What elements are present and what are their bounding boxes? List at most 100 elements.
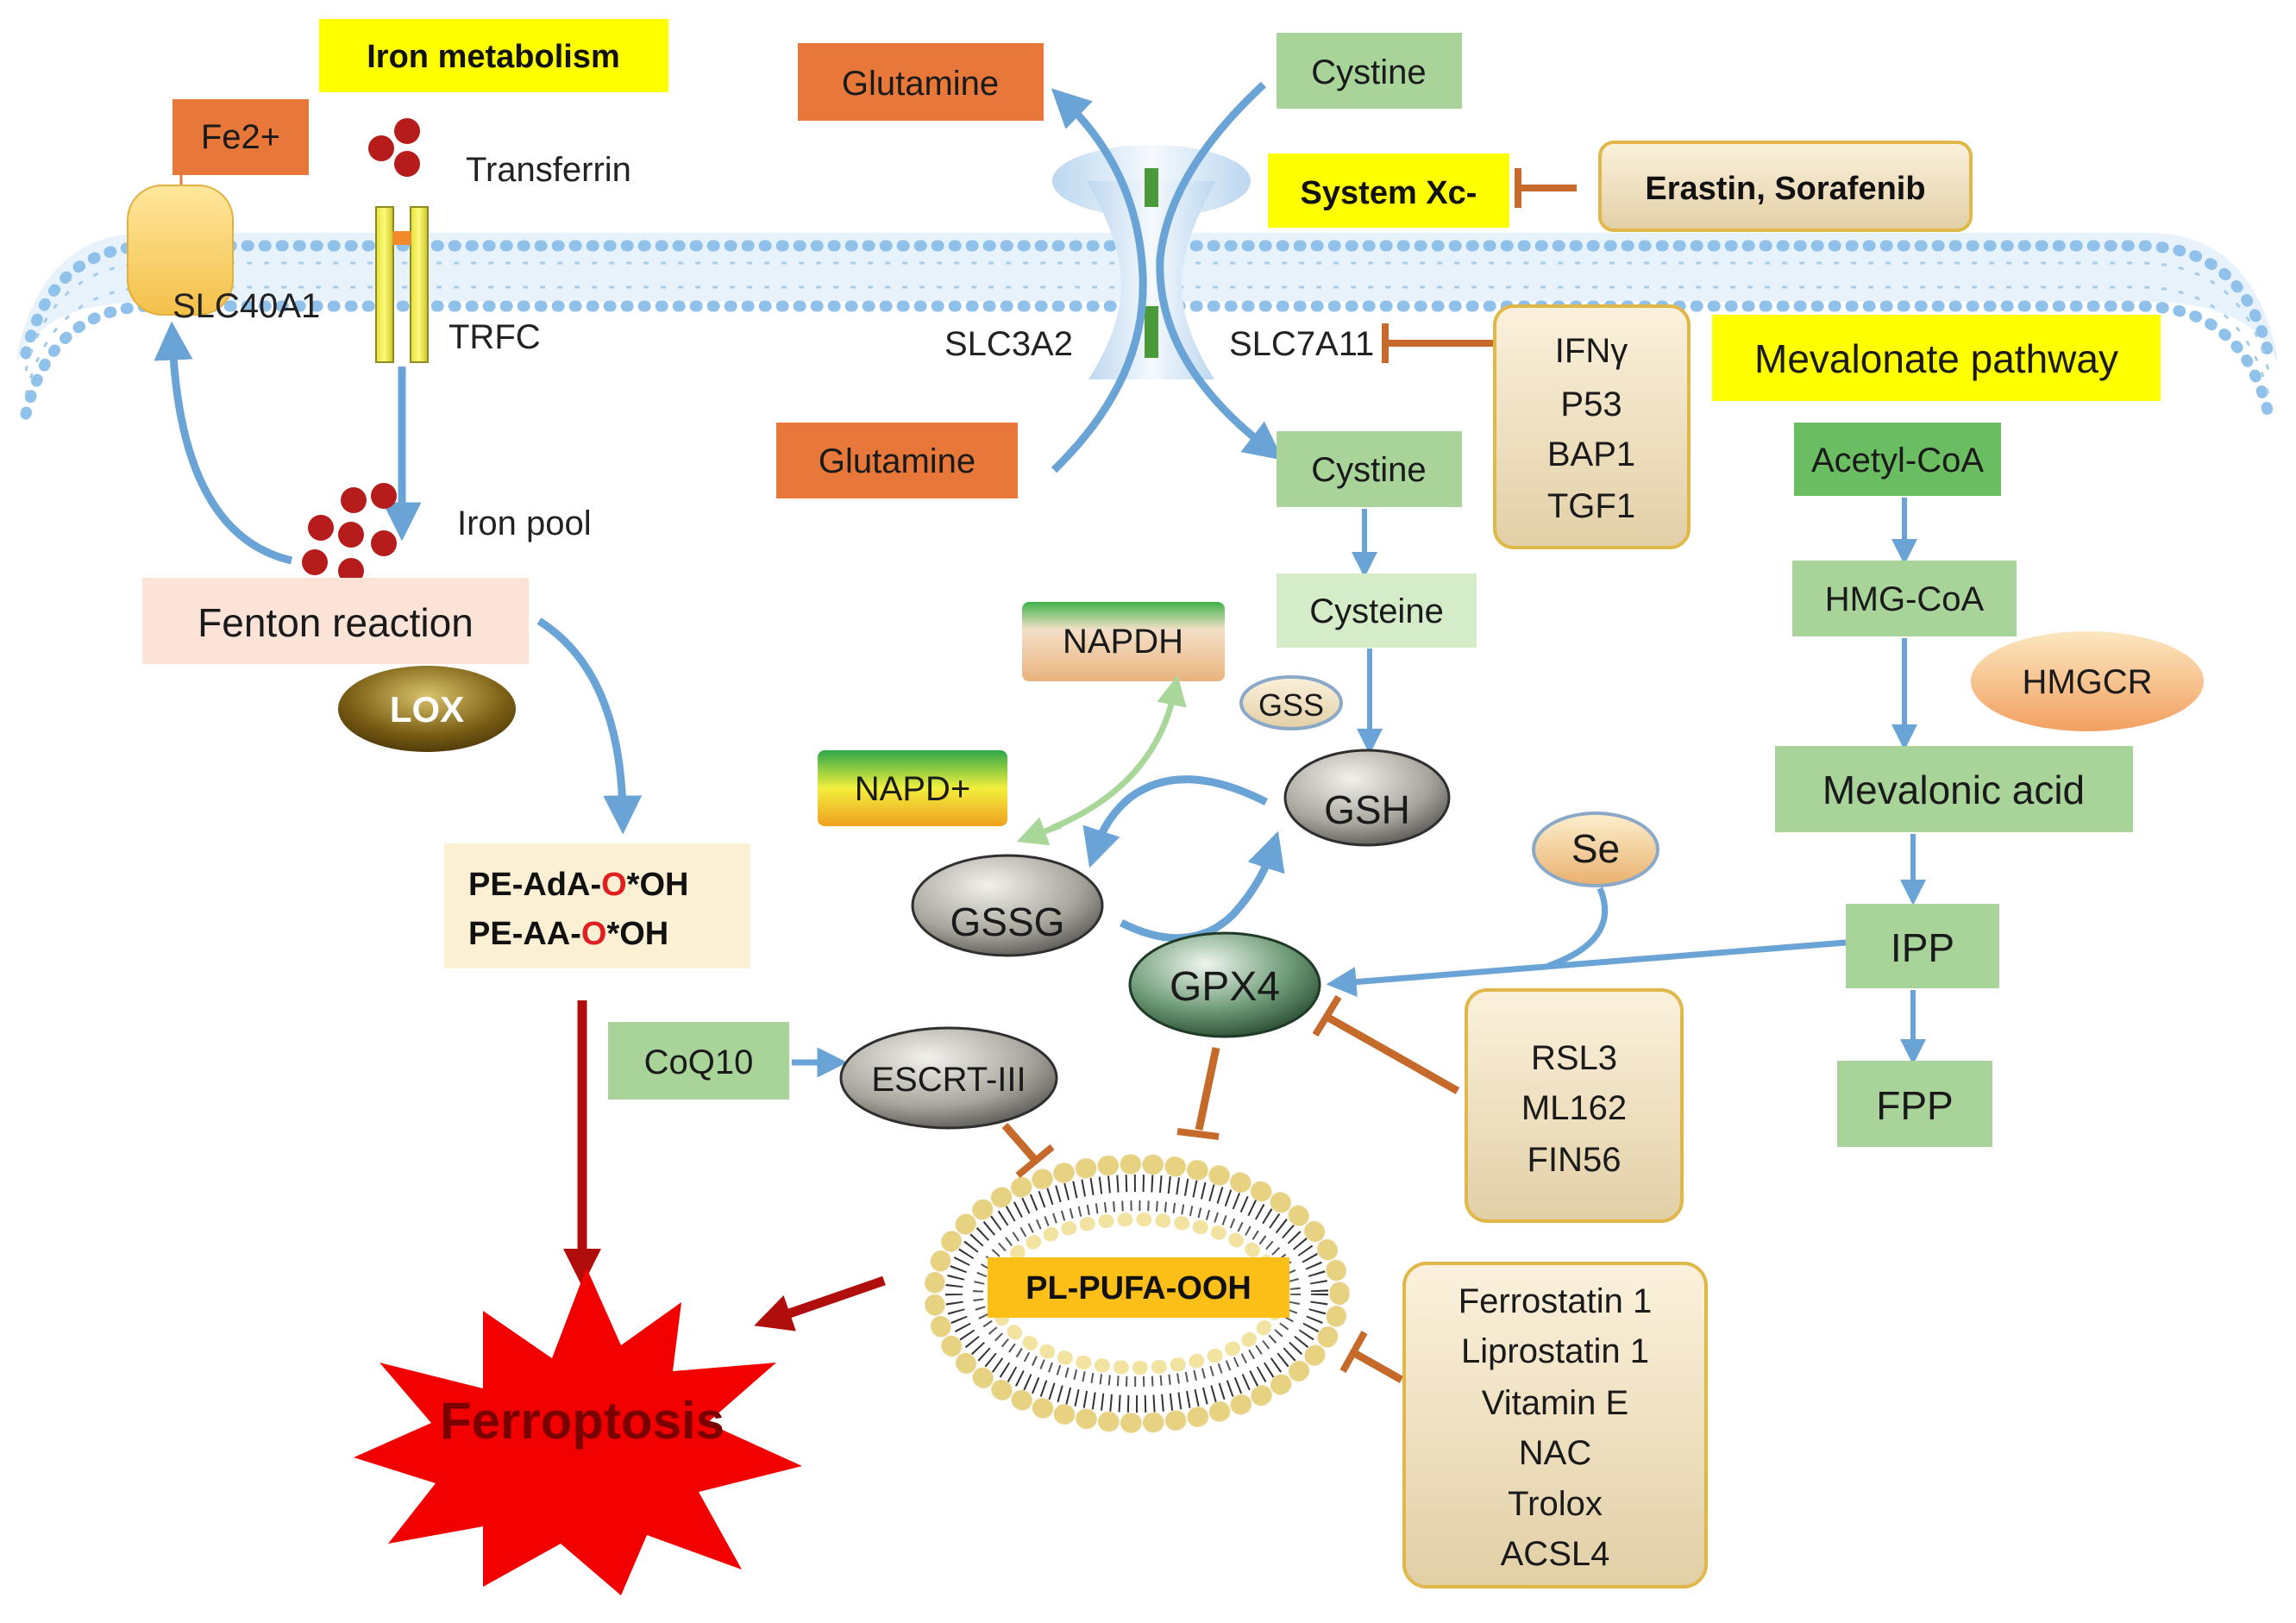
napdh-box xyxy=(1022,602,1225,681)
slc3a2-label: SLC3A2 xyxy=(944,325,1073,363)
gpx4-label: GPX4 xyxy=(1170,964,1280,1010)
cysteine-box xyxy=(1277,573,1477,648)
pl-pufa-ooh-label: PL-PUFA-OOH xyxy=(1026,1270,1252,1307)
iron-metabolism-title: Iron metabolism xyxy=(367,39,620,75)
gsh-to-gssg-arrow xyxy=(1082,775,1269,868)
hmgcr-enzyme xyxy=(1971,631,2204,731)
mevalonate-title-box xyxy=(1712,315,2161,401)
system-xc-channel xyxy=(1052,145,1251,379)
inhibitor-ml162: ML162 xyxy=(1521,1089,1627,1127)
gpx4-enzyme xyxy=(1128,931,1321,1038)
inhibitor-acsl4: ACSL4 xyxy=(1501,1535,1610,1573)
system-xc-label: System Xc- xyxy=(1301,175,1477,211)
fe2-label: Fe2+ xyxy=(201,118,280,156)
cystine-out-box xyxy=(1277,33,1462,109)
mevalonic-acid-label: Mevalonic acid xyxy=(1822,768,2085,812)
gpx4-inhibit-line xyxy=(1195,1047,1220,1131)
gsh-molecule xyxy=(1283,749,1451,847)
cystine-in-box xyxy=(1277,431,1462,507)
pool-to-slc40a1-arrow xyxy=(154,321,293,565)
inhibitor-vitamin-e: Vitamin E xyxy=(1482,1384,1628,1422)
mevalonic-acid-box xyxy=(1775,746,2133,832)
fpp-box xyxy=(1837,1061,1992,1147)
gss-label: GSS xyxy=(1258,687,1324,723)
transferrin-icon xyxy=(368,118,420,177)
lipid-to-ferroptosis-arrow xyxy=(754,1275,886,1332)
lipid-inhibitors-box xyxy=(1402,1262,1708,1589)
glutamine-in-box xyxy=(776,423,1018,498)
hmg-coa-label: HMG-CoA xyxy=(1825,580,1985,618)
iron-pool-label: Iron pool xyxy=(457,504,592,542)
regulator-ifng: IFNγ xyxy=(1555,332,1628,370)
slc40a1-transporter xyxy=(127,185,234,316)
lox-label: LOX xyxy=(390,689,464,730)
lipid-inhibitors-line xyxy=(1353,1350,1404,1383)
acetyl-coa-box xyxy=(1794,423,2001,496)
gss-enzyme xyxy=(1239,675,1343,730)
trfc-receptor xyxy=(375,206,429,363)
pe-oxidized-box xyxy=(444,843,750,968)
gpx4-inhibit-bar xyxy=(1176,1128,1220,1140)
escrt-inhibit-bar xyxy=(1015,1144,1055,1179)
inhibitor-nac: NAC xyxy=(1519,1434,1591,1472)
ferroptosis-label: Ferroptosis xyxy=(440,1392,725,1450)
fenton-reaction-label: Fenton reaction xyxy=(198,600,474,645)
ipp-to-gpx4-arrow xyxy=(1326,939,1847,998)
escrt-iii-complex xyxy=(839,1026,1058,1130)
hmgcr-label: HMGCR xyxy=(2022,663,2152,701)
lipid-inhibitors-bar xyxy=(1339,1331,1368,1373)
iron-metabolism-title-box xyxy=(319,19,668,92)
pe-aa-ooh: PE-AA-O*OH xyxy=(468,916,668,952)
regulator-bap1: BAP1 xyxy=(1547,436,1635,473)
mevalonate-title: Mevalonate pathway xyxy=(1754,336,2118,381)
gssg-to-gsh-arrow xyxy=(1119,830,1285,943)
cystine-import-arrow xyxy=(1156,81,1283,461)
inhibitor-liprostatin: Liprostatin 1 xyxy=(1461,1332,1649,1370)
regulator-p53: P53 xyxy=(1560,385,1622,423)
gpx4-inhibitors-bar xyxy=(1312,994,1342,1037)
cystine-out-label: Cystine xyxy=(1311,53,1426,91)
transferrin-label: Transferrin xyxy=(466,151,631,189)
ipp-label: IPP xyxy=(1891,925,1954,970)
inhibitor-fin56: FIN56 xyxy=(1528,1141,1622,1179)
gssg-label: GSSG xyxy=(950,899,1065,944)
napdh-to-napd-arrow xyxy=(1016,817,1063,846)
escrt-inhibit-line xyxy=(1001,1123,1038,1162)
napd-plus-box xyxy=(818,750,1007,826)
glutamine-out-label: Glutamine xyxy=(842,65,999,103)
fpp-label: FPP xyxy=(1876,1083,1953,1128)
iron-pool-icon xyxy=(302,483,397,584)
gpx4-inhibitors-box xyxy=(1465,988,1684,1223)
inhibitor-rsl3: RSL3 xyxy=(1531,1039,1617,1077)
system-xc-box xyxy=(1268,154,1509,228)
glutamine-export-arrow xyxy=(1051,88,1147,473)
glutamine-in-label: Glutamine xyxy=(819,442,975,480)
cystine-in-label: Cystine xyxy=(1311,451,1426,489)
inhibitor-trolox: Trolox xyxy=(1508,1485,1603,1523)
pe-ada-ooh: PE-AdA-O*OH xyxy=(468,867,688,903)
fenton-reaction-box xyxy=(142,578,529,664)
escrt-iii-label: ESCRT-III xyxy=(871,1061,1026,1099)
lox-enzyme xyxy=(338,666,516,752)
trfc-label: TRFC xyxy=(449,318,541,356)
fenton-to-pe-arrow xyxy=(536,617,643,835)
coq10-label: CoQ10 xyxy=(644,1043,754,1081)
gpx4-inhibitors-line xyxy=(1326,1014,1460,1094)
gsh-label: GSH xyxy=(1324,787,1410,832)
xc-regulators-box xyxy=(1493,304,1691,549)
inhibitor-ferrostatin: Ferrostatin 1 xyxy=(1459,1282,1653,1320)
selenium-label: Se xyxy=(1571,826,1620,871)
cysteine-label: Cysteine xyxy=(1309,592,1444,630)
napd-to-napdh-arrow xyxy=(1051,674,1187,831)
acetyl-coa-label: Acetyl-CoA xyxy=(1811,442,1984,479)
slc40a1-label: SLC40A1 xyxy=(173,287,320,325)
erastin-label: Erastin, Sorafenib xyxy=(1645,171,1925,207)
glutamine-out-box xyxy=(798,43,1044,121)
napd-plus-label: NAPD+ xyxy=(855,770,971,808)
pl-pufa-ooh-box xyxy=(988,1257,1289,1318)
napdh-label: NAPDH xyxy=(1063,623,1183,661)
hmg-coa-box xyxy=(1792,561,2017,636)
ipp-box xyxy=(1846,904,1999,988)
